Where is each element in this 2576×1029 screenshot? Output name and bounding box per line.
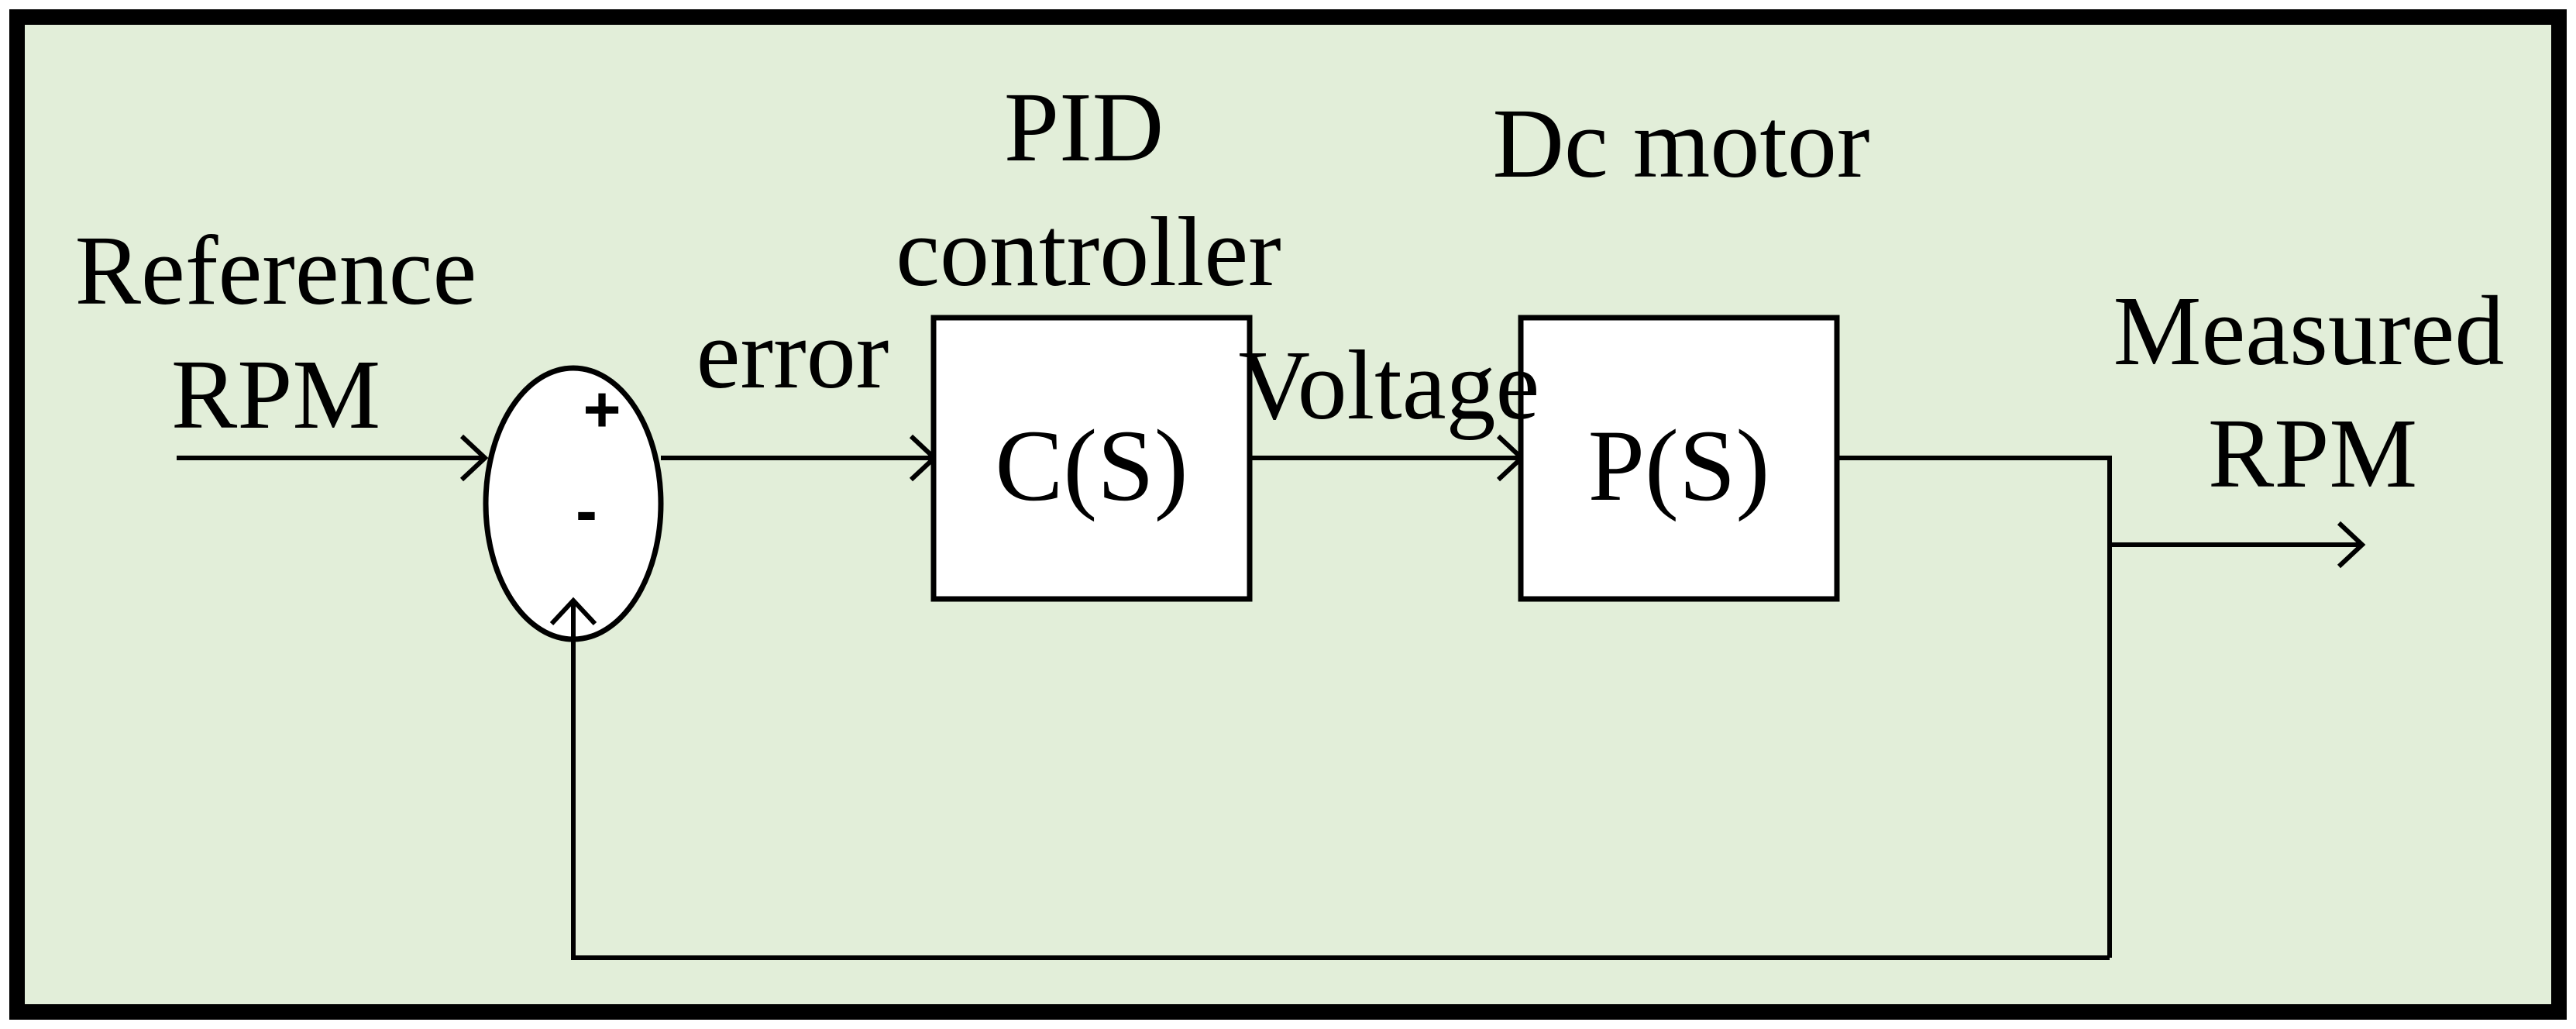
voltage-label: Voltage [1239, 330, 1540, 440]
dc-motor-label: Dc motor [1493, 88, 1870, 198]
pid-label-line1: PID [1004, 72, 1164, 182]
controller-transfer-function: C(S) [995, 408, 1188, 522]
summing-plus-sign: + [583, 373, 621, 446]
reference-label-line2: RPM [171, 339, 380, 449]
output-arrowhead [2337, 521, 2366, 569]
measured-label-line2: RPM [2208, 398, 2417, 508]
pid-label-line2: controller [896, 197, 1281, 307]
summing-minus-sign: - [576, 474, 597, 547]
input-arrowhead [459, 434, 489, 482]
measured-label-line1: Measured [2113, 276, 2505, 386]
feedback-path [571, 604, 2110, 960]
feedback-arrowhead [549, 597, 597, 626]
controller-block [930, 315, 1253, 602]
diagram-frame [9, 9, 2567, 1020]
output-signal-line [1837, 456, 2112, 958]
plant-block [1518, 315, 1840, 602]
reference-label-line1: Reference [75, 215, 477, 325]
plant-transfer-function: P(S) [1588, 408, 1770, 522]
error-label: error [696, 299, 889, 409]
